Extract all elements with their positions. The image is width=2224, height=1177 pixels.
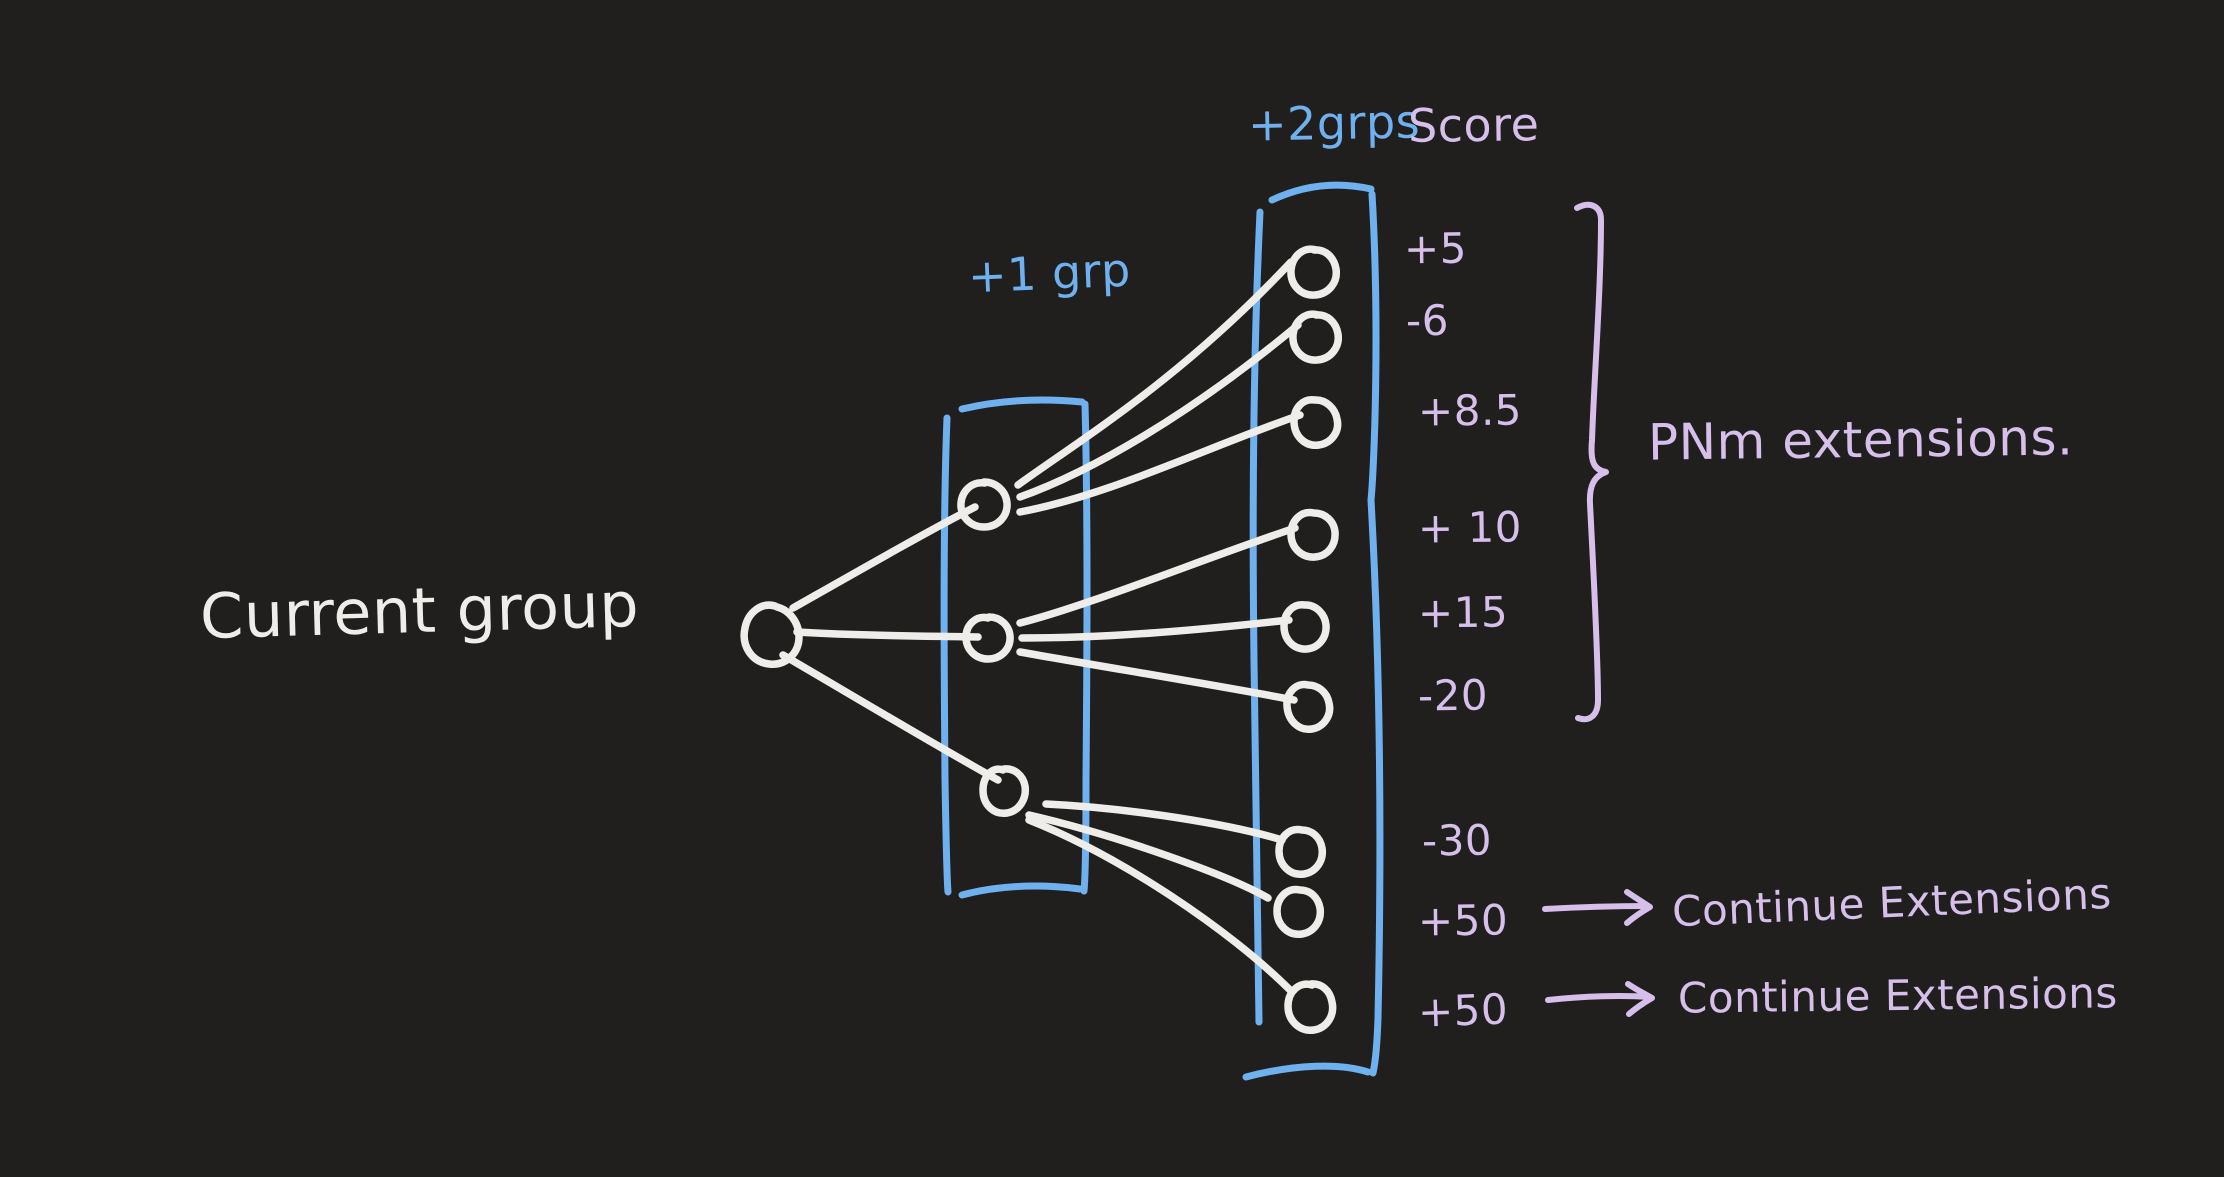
node-leaf-9 xyxy=(1284,980,1337,1034)
score-value-3: +8.5 xyxy=(1417,385,1523,436)
node-leaf-5 xyxy=(1280,601,1330,653)
edge-root-mid3 xyxy=(779,651,1002,784)
node-leaf-2 xyxy=(1289,310,1342,364)
score-column-header: Score xyxy=(1407,97,1540,153)
node-mid-3 xyxy=(979,765,1030,817)
edge-mid1-leaf1 xyxy=(1014,258,1295,489)
score-value-9: +50 xyxy=(1417,984,1509,1037)
continue-arrow-2 xyxy=(1545,993,1653,1003)
score-value-5: +15 xyxy=(1417,587,1509,638)
score-value-4: + 10 xyxy=(1417,502,1523,553)
current-group-label: Current group xyxy=(199,567,641,654)
score-value-6: -20 xyxy=(1417,670,1489,721)
node-root xyxy=(740,601,803,668)
plus-one-bracket-bottom xyxy=(958,882,1084,899)
pnm-extensions-brace xyxy=(1574,201,1609,723)
edge-mid3-leaf8 xyxy=(1025,811,1272,902)
edge-mid2-leaf4 xyxy=(1016,524,1299,627)
plus-two-bracket-right xyxy=(1367,190,1384,1077)
edge-mid3-leaf7 xyxy=(1042,800,1286,844)
continue-extensions-note-2: Continue Extensions xyxy=(1677,968,2119,1023)
continue-arrow-1 xyxy=(1542,903,1651,912)
continue-arrow-2-head xyxy=(1625,981,1655,1017)
edge-root-mid1 xyxy=(789,503,979,612)
score-value-7: -30 xyxy=(1421,815,1493,866)
plus-one-group-label: +1 grp xyxy=(966,242,1132,304)
node-leaf-1 xyxy=(1287,245,1340,299)
node-leaf-4 xyxy=(1287,508,1339,561)
node-leaf-8 xyxy=(1273,885,1325,938)
edge-root-mid2 xyxy=(793,628,982,641)
plus-one-bracket-top xyxy=(958,396,1086,413)
pnm-extensions-label: PNm extensions. xyxy=(1647,408,2074,472)
plus-one-bracket-left xyxy=(940,414,952,896)
continue-arrow-1-head xyxy=(1624,889,1653,926)
score-value-8: +50 xyxy=(1417,895,1509,946)
edge-mid1-leaf2 xyxy=(1016,321,1302,501)
node-mid-2 xyxy=(962,613,1014,663)
edge-mid1-leaf3 xyxy=(1016,411,1304,516)
plus-two-groups-label: +2grps xyxy=(1247,94,1421,152)
plus-two-bracket-left xyxy=(1249,208,1264,1026)
node-leaf-6 xyxy=(1283,680,1334,733)
plus-two-bracket-top xyxy=(1268,181,1375,204)
edge-mid3-leaf9 xyxy=(1025,816,1294,994)
score-value-2: -6 xyxy=(1405,295,1450,346)
edge-mid2-leaf5 xyxy=(1018,616,1293,642)
edge-mid2-leaf6 xyxy=(1016,648,1298,704)
node-leaf-7 xyxy=(1275,825,1327,878)
node-mid-1 xyxy=(957,478,1011,531)
plus-two-bracket-bottom xyxy=(1242,1062,1372,1081)
score-value-1: +5 xyxy=(1403,223,1468,274)
node-leaf-3 xyxy=(1290,396,1342,449)
